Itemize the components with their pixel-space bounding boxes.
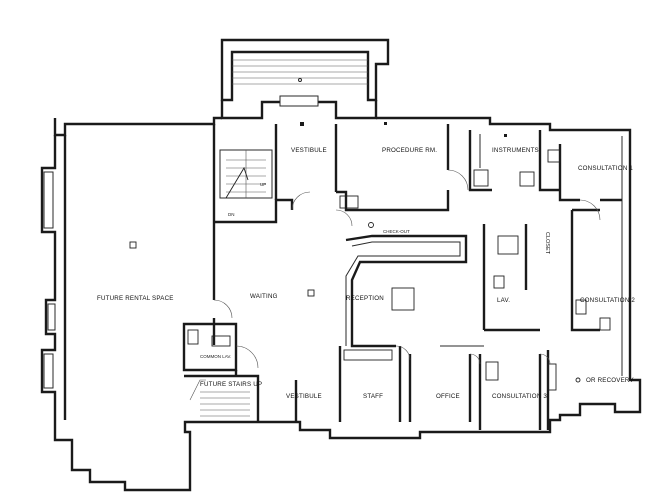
label-common-lav: COMMON LAV.: [200, 354, 231, 359]
exterior-walls: [40, 116, 642, 492]
label-vestibule-top: VESTIBULE: [291, 147, 327, 154]
label-stair-dn: DN: [228, 212, 235, 217]
label-stair-up: UP: [260, 182, 266, 187]
label-reception: RECEPTION: [346, 295, 384, 302]
door-swings: [213, 169, 601, 369]
label-consultation-3: CONSULTATION 3: [492, 393, 547, 400]
label-procedure-room: PROCEDURE RM.: [382, 147, 437, 154]
label-office: OFFICE: [436, 393, 460, 400]
label-check-out: CHECK-OUT: [383, 229, 410, 234]
label-waiting: WAITING: [250, 293, 278, 300]
fixtures: [129, 78, 581, 383]
entrance-porch: [220, 38, 390, 120]
room-labels: VESTIBULE PROCEDURE RM. INSTRUMENTS CONS…: [97, 147, 635, 400]
label-lav: LAV.: [497, 297, 510, 304]
label-instruments: INSTRUMENTS: [492, 147, 539, 154]
interior-walls: [182, 124, 622, 430]
label-staff: STAFF: [363, 393, 383, 400]
label-consultation-2: CONSULTATION 2: [580, 297, 635, 304]
label-future-stairs-up: FUTURE STAIRS UP: [200, 381, 262, 388]
label-vestibule-bottom: VESTIBULE: [286, 393, 322, 400]
label-or-recovery: OR RECOVERY: [586, 377, 634, 384]
label-closet: CLOSET: [544, 232, 550, 255]
label-consultation-1: CONSULTATION 1: [578, 165, 633, 172]
label-future-rental-space: FUTURE RENTAL SPACE: [97, 295, 174, 302]
